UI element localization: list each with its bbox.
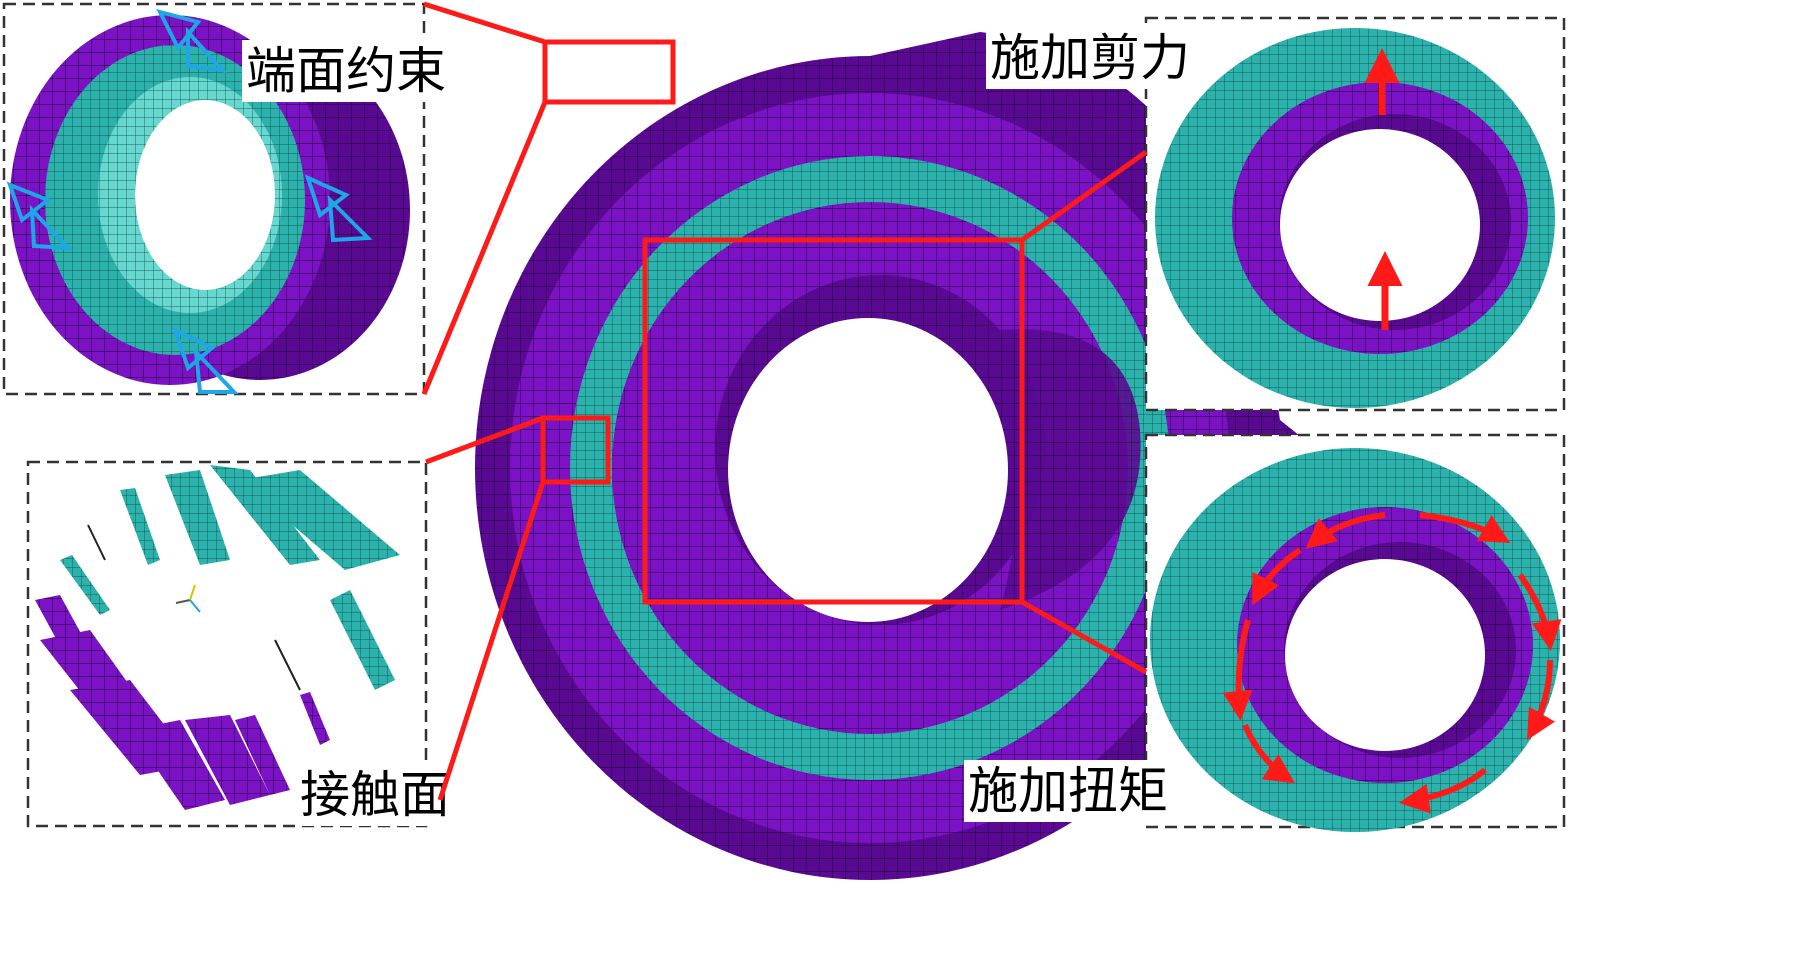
- panel-end-constraint: 端面约束: [2, 2, 450, 396]
- label-background: [296, 764, 454, 826]
- callout-box-contact: [540, 415, 611, 485]
- blue-triangle-icon: [6, 8, 373, 394]
- red-curved-arrow-icon: [1222, 512, 1562, 814]
- red-arrow-up-icon: [1364, 48, 1403, 330]
- label-apply-torque: 施加扭矩: [968, 762, 1168, 820]
- callout-box-top: [542, 39, 676, 105]
- label-apply-shear: 施加剪力: [990, 29, 1190, 87]
- panel-contact-surface: 接触面: [26, 460, 454, 828]
- callout-lines: [421, 1, 1148, 801]
- gear-bore: [1280, 129, 1480, 321]
- sleeve-bore: [135, 100, 275, 290]
- label-background: [964, 760, 1172, 822]
- axis-triad-icon: [175, 584, 201, 613]
- label-background: [986, 27, 1194, 89]
- label-background: [242, 40, 450, 102]
- contact-strips: [35, 465, 400, 810]
- label-contact-surface: 接触面: [300, 766, 450, 824]
- label-end-constraint: 端面约束: [246, 42, 446, 100]
- panel-apply-torque: 施加扭矩: [964, 433, 1566, 832]
- hub-bore: [728, 318, 1008, 622]
- panel-apply-shear: 施加剪力: [986, 16, 1566, 412]
- gear-bore: [1285, 559, 1485, 751]
- callout-box-center: [642, 237, 1025, 605]
